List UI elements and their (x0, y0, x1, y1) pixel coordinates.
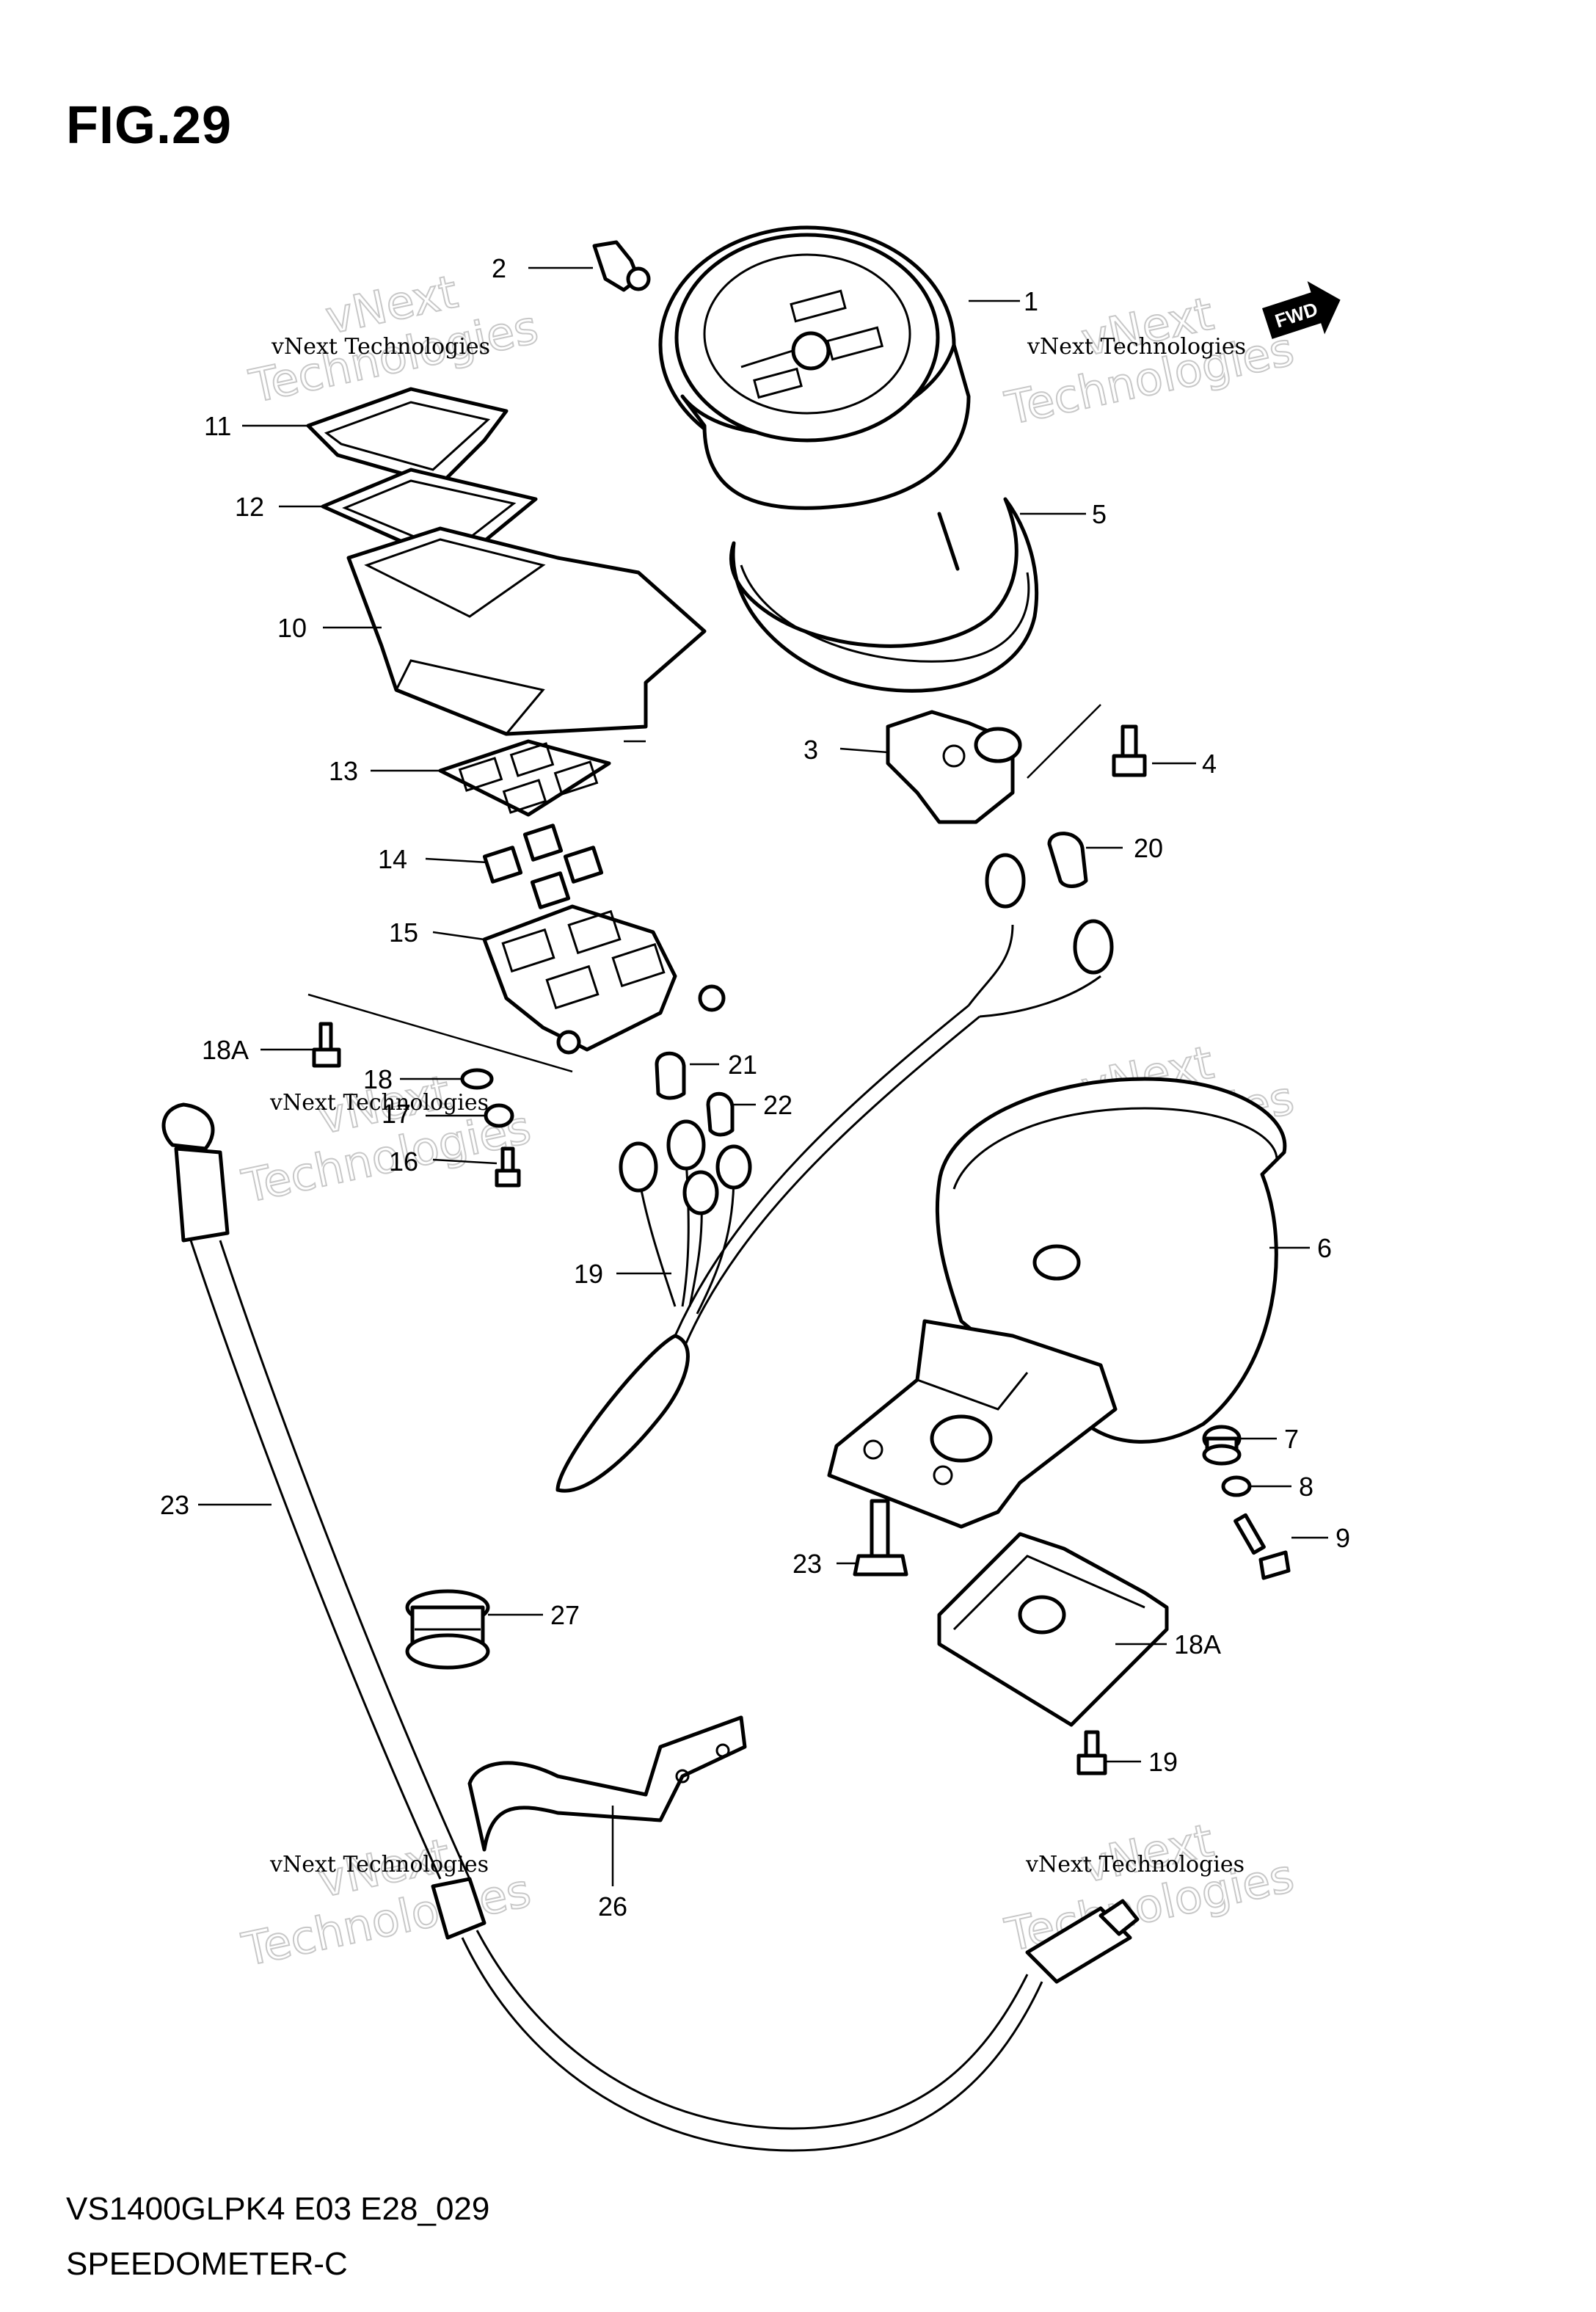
callout-label: 20 (1134, 833, 1163, 863)
callout-label: 8 (1299, 1472, 1313, 1502)
screw-16 (495, 1146, 521, 1188)
cable-bracket-26 (467, 1715, 747, 1852)
callout-label: 16 (389, 1146, 418, 1177)
callout-label: 27 (550, 1600, 580, 1630)
callout-label: 17 (382, 1099, 411, 1129)
forward-direction-badge: FWD (1262, 281, 1341, 339)
bulb-23b (706, 1091, 735, 1137)
callout-label: 22 (763, 1090, 792, 1120)
indicator-housing-10 (346, 526, 707, 736)
indicator-lens-11 (306, 387, 509, 487)
watermark-text: vNext Technologies (269, 1090, 489, 1116)
callout-label: 19 (1148, 1747, 1178, 1777)
screw-20 (1076, 1730, 1107, 1775)
callout-label: 13 (329, 756, 358, 786)
callout-label: 18A (1174, 1629, 1221, 1660)
speedometer-assembly (658, 225, 971, 571)
screw-18a (312, 1022, 341, 1068)
bulb-22 (1047, 832, 1088, 888)
indicator-socket-15 (482, 904, 726, 1055)
callout-label: 9 (1336, 1523, 1350, 1553)
indicator-bulb-set-14 (482, 824, 604, 909)
washer-8 (1221, 1475, 1252, 1497)
callout-labels: 2 1 5 3 4 20 11 12 10 13 14 15 18A 18 17… (160, 253, 1350, 1922)
watermark-text: vNext Technologies (269, 1852, 489, 1877)
callout-label: 5 (1092, 499, 1107, 529)
callout-label: 10 (277, 613, 307, 643)
washer-18 (460, 1068, 494, 1090)
callout-label: 14 (378, 844, 407, 874)
bulb-23a (655, 1051, 686, 1100)
callout-label: 1 (1024, 286, 1038, 316)
callout-label: 23 (160, 1490, 189, 1520)
callout-label: 21 (728, 1050, 757, 1080)
watermark-text: vNext Technologies (1027, 334, 1246, 360)
speedometer-cable-25 (161, 1102, 1140, 2152)
screw-4 (1112, 724, 1147, 777)
leader-lines (198, 266, 1328, 1886)
spacer-17 (484, 1103, 514, 1128)
callout-label: 15 (389, 917, 418, 948)
model-code: VS1400GLPK4 E03 E28_029 (66, 2191, 490, 2227)
bracket-clamp-3 (886, 710, 1022, 824)
bolt-24 (853, 1499, 908, 1577)
callout-label: 18A (202, 1035, 249, 1065)
rubber-damper-ring (729, 497, 1039, 693)
lower-cover-19 (937, 1532, 1169, 1727)
grommet-7 (1202, 1425, 1242, 1466)
watermark-text: vNext Technologies (1025, 1852, 1245, 1877)
callout-label: 3 (804, 735, 818, 765)
small-fitting-2 (592, 240, 651, 292)
callout-label: 18 (363, 1064, 393, 1094)
callout-label: 4 (1202, 749, 1217, 779)
watermark-text: vNext Technologies (271, 334, 490, 360)
callout-label: 6 (1317, 1233, 1332, 1263)
callout-label: 7 (1284, 1424, 1299, 1454)
bolt-9 (1234, 1513, 1291, 1580)
callout-label: 11 (204, 411, 231, 441)
figure-title: FIG.29 (66, 96, 233, 155)
callout-label: 2 (492, 253, 506, 283)
mount-bracket (827, 1319, 1118, 1529)
callout-label: 12 (235, 492, 264, 522)
callout-label: 26 (598, 1891, 627, 1922)
section-name: SPEEDOMETER-C (66, 2246, 348, 2282)
callout-label: 23 (792, 1549, 822, 1579)
callout-label: 19 (574, 1259, 603, 1289)
grommet-27 (405, 1589, 490, 1670)
gasket-13 (438, 739, 611, 817)
wiring-harness-21 (555, 853, 1114, 1493)
